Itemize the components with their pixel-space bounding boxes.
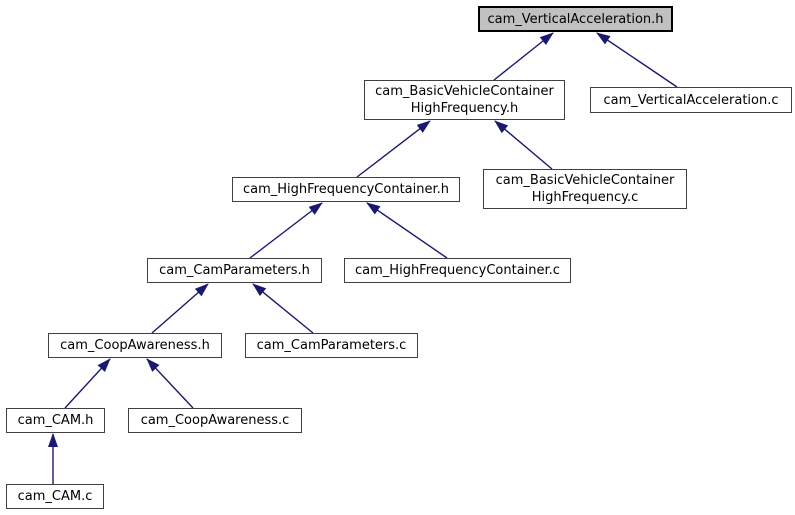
graph-edge-hfc_h-to-bvchf_h bbox=[356, 120, 431, 178]
graph-node-label: cam_BasicVehicleContainer HighFrequency.… bbox=[375, 84, 554, 116]
graph-node-label: cam_VerticalAcceleration.c bbox=[603, 92, 779, 108]
graph-edge-cam_h-to-coop_h bbox=[64, 358, 111, 409]
graph-node-bvchf_c[interactable]: cam_BasicVehicleContainer HighFrequency.… bbox=[483, 169, 687, 209]
graph-node-hfc_h[interactable]: cam_HighFrequencyContainer.h bbox=[232, 177, 460, 202]
graph-node-label: cam_CAM.h bbox=[17, 413, 94, 428]
graph-node-va_c[interactable]: cam_VerticalAcceleration.c bbox=[590, 87, 792, 113]
graph-node-label: cam_CAM.c bbox=[17, 489, 93, 504]
graph-node-va_h: cam_VerticalAcceleration.h bbox=[478, 6, 673, 32]
graph-edge-coop_c-to-coop_h bbox=[146, 358, 194, 409]
graph-node-coop_h[interactable]: cam_CoopAwareness.h bbox=[48, 333, 222, 358]
graph-node-label: cam_CamParameters.h bbox=[159, 263, 310, 278]
graph-edge-va_c-to-va_h bbox=[596, 32, 678, 88]
graph-edge-bvchf_c-to-bvchf_h bbox=[494, 120, 553, 170]
graph-node-cam_c[interactable]: cam_CAM.c bbox=[6, 484, 104, 509]
graph-node-hfc_c[interactable]: cam_HighFrequencyContainer.c bbox=[344, 258, 571, 283]
graph-edge-camp_c-to-camp_h bbox=[252, 283, 314, 334]
graph-node-bvchf_h[interactable]: cam_BasicVehicleContainer HighFrequency.… bbox=[364, 80, 565, 120]
graph-node-label: cam_HighFrequencyContainer.c bbox=[355, 263, 560, 278]
graph-node-label: cam_HighFrequencyContainer.h bbox=[242, 182, 450, 197]
graph-edge-hfc_c-to-hfc_h bbox=[366, 202, 448, 259]
graph-node-label: cam_BasicVehicleContainer HighFrequency.… bbox=[495, 173, 675, 205]
graph-edge-bvchf_h-to-va_h bbox=[493, 32, 554, 81]
graph-node-cam_h[interactable]: cam_CAM.h bbox=[6, 408, 105, 433]
graph-node-camp_c[interactable]: cam_CamParameters.c bbox=[245, 333, 418, 358]
graph-node-coop_c[interactable]: cam_CoopAwareness.c bbox=[128, 408, 302, 433]
graph-node-camp_h[interactable]: cam_CamParameters.h bbox=[147, 258, 322, 283]
graph-edge-coop_h-to-camp_h bbox=[151, 283, 209, 334]
graph-node-label: cam_CoopAwareness.c bbox=[140, 413, 290, 428]
graph-edge-camp_h-to-hfc_h bbox=[249, 202, 323, 259]
graph-node-label: cam_CamParameters.c bbox=[256, 338, 407, 353]
graph-node-label: cam_VerticalAcceleration.h bbox=[487, 11, 664, 27]
graph-node-label: cam_CoopAwareness.h bbox=[60, 338, 210, 353]
